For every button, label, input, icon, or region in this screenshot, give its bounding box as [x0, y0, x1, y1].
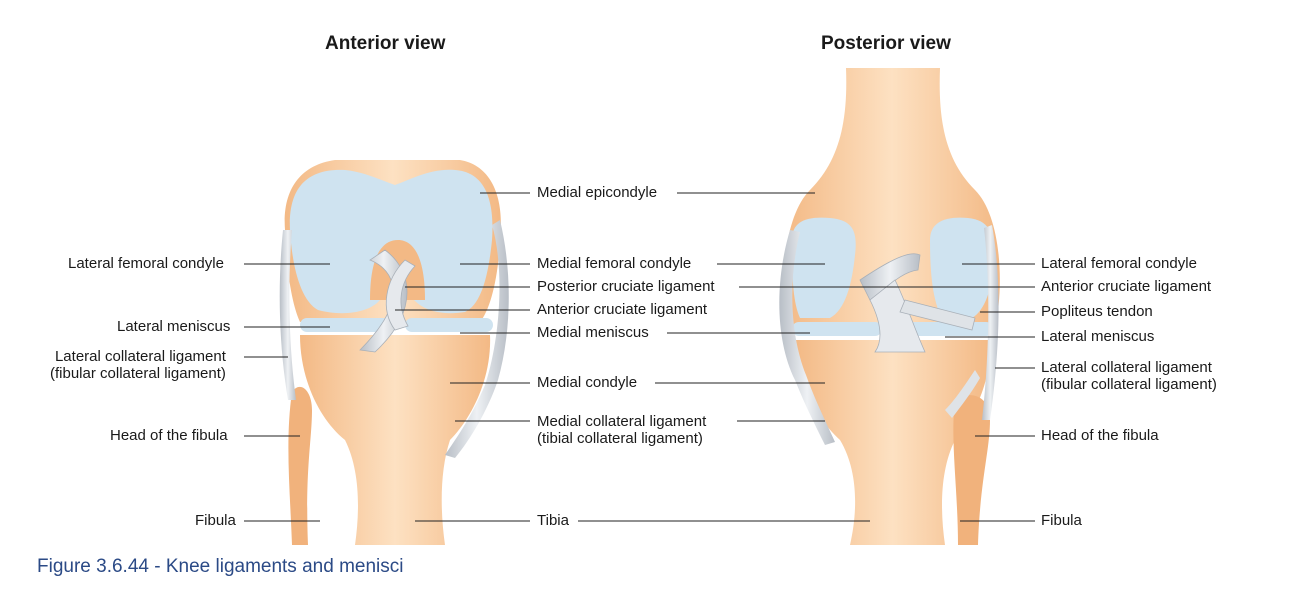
label-anterior-cruciate-ligament: Anterior cruciate ligament — [537, 301, 708, 318]
label-posterior-cruciate-ligament: Posterior cruciate ligament — [537, 278, 715, 295]
anterior-lateral-meniscus — [300, 318, 390, 332]
posterior-medial-collateral-ligament — [779, 230, 835, 445]
label-anterior-lateral-collateral-ligament: Lateral collateral ligament (fibular col… — [50, 348, 226, 382]
posterior-medial-condyle-cartilage — [792, 217, 856, 318]
label-medial-femoral-condyle: Medial femoral condyle — [537, 255, 692, 272]
label-medial-collateral-ligament: Medial collateral ligament (tibial colla… — [537, 413, 706, 447]
label-posterior-lcl-main: Lateral collateral ligament — [1041, 359, 1212, 376]
label-anterior-head-of-fibula: Head of the fibula — [110, 427, 228, 444]
label-medial-meniscus: Medial meniscus — [537, 324, 649, 341]
anterior-view-title: Anterior view — [325, 33, 446, 54]
label-mcl-alt: (tibial collateral ligament) — [537, 430, 703, 447]
leader-lines — [244, 192, 1035, 522]
label-posterior-fibula: Fibula — [1041, 512, 1082, 529]
anterior-fibula — [288, 386, 312, 545]
figure-caption: Figure 3.6.44 - Knee ligaments and menis… — [37, 556, 404, 577]
posterior-view-title: Posterior view — [821, 33, 951, 54]
label-posterior-lateral-femoral-condyle: Lateral femoral condyle — [1041, 255, 1197, 272]
anterior-knee — [279, 160, 509, 545]
label-posterior-lateral-collateral-ligament: Lateral collateral ligament (fibular col… — [1041, 359, 1217, 393]
anterior-tibia — [300, 335, 491, 545]
popliteus-tendon — [899, 299, 976, 331]
label-medial-epicondyle: Medial epicondyle — [537, 184, 658, 201]
label-anterior-lcl-alt: (fibular collateral ligament) — [50, 365, 226, 382]
label-popliteus-tendon: Popliteus tendon — [1041, 303, 1153, 320]
label-anterior-lcl-main: Lateral collateral ligament — [54, 348, 226, 365]
label-mcl-main: Medial collateral ligament — [537, 413, 707, 430]
label-tibia: Tibia — [537, 512, 569, 529]
label-anterior-lateral-femoral-condyle: Lateral femoral condyle — [68, 255, 224, 272]
posterior-knee — [779, 68, 1000, 545]
label-anterior-fibula: Fibula — [195, 512, 236, 529]
posterior-small-ligament — [945, 370, 980, 418]
label-posterior-lcl-alt: (fibular collateral ligament) — [1041, 376, 1217, 393]
label-posterior-lateral-meniscus: Lateral meniscus — [1041, 328, 1155, 345]
anterior-medial-collateral-ligament — [445, 220, 509, 458]
label-anterior-lateral-meniscus: Lateral meniscus — [117, 318, 231, 335]
anterior-medial-meniscus — [405, 318, 493, 332]
posterior-fibula — [953, 395, 990, 545]
label-posterior-head-of-fibula: Head of the fibula — [1041, 427, 1159, 444]
label-posterior-anterior-cruciate-ligament: Anterior cruciate ligament — [1041, 278, 1212, 295]
posterior-tibia — [795, 340, 991, 545]
posterior-medial-meniscus — [792, 322, 882, 336]
label-medial-condyle: Medial condyle — [537, 374, 638, 391]
posterior-lateral-condyle-cartilage — [930, 217, 995, 318]
posterior-lateral-collateral-ligament — [982, 225, 999, 420]
